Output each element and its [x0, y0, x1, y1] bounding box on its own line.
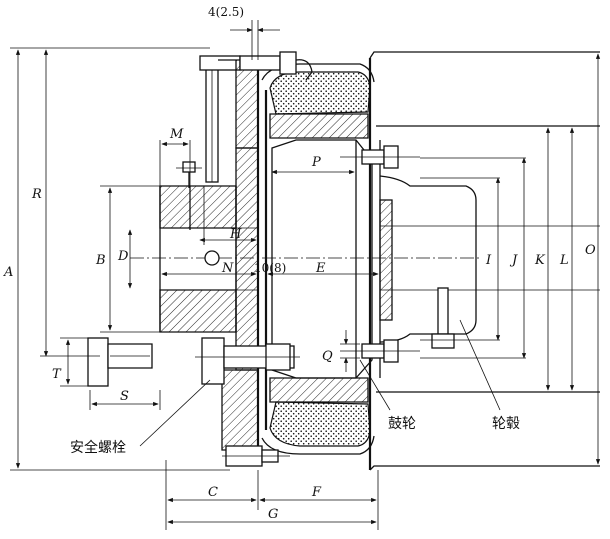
dim-C: C	[208, 485, 218, 500]
dim-I: I	[485, 253, 492, 268]
dim-L: L	[559, 253, 569, 268]
right-bolt-top	[340, 145, 420, 169]
left-hub	[159, 147, 259, 371]
rubber-tire	[261, 63, 375, 455]
dim-J: J	[509, 253, 518, 268]
dim-E: E	[315, 261, 326, 276]
dim-A: A	[3, 265, 13, 280]
gap-label: 10(8)	[254, 261, 286, 275]
drum-wheel	[271, 51, 600, 471]
dim-O: O	[585, 243, 596, 258]
right-hub	[376, 125, 600, 393]
drum-label: 鼓轮	[388, 416, 416, 432]
dim-B: B	[95, 253, 106, 268]
dim-N: N	[221, 261, 234, 276]
drum-leader	[359, 359, 391, 411]
dim-P: P	[311, 155, 321, 170]
dim-R: R	[31, 187, 42, 202]
hex-nut-icon	[204, 250, 220, 266]
safety-bolt-leader	[139, 379, 211, 447]
dim-D: D	[117, 249, 129, 264]
set-screw	[176, 161, 202, 188]
dim-H: H	[229, 227, 242, 242]
safety-bolt-label: 安全螺栓	[70, 439, 126, 456]
hub-set-screw	[431, 287, 455, 349]
hub-leader	[459, 319, 501, 411]
dim-Q: Q	[322, 349, 333, 364]
dimension-lines	[10, 20, 601, 530]
dim-G: G	[268, 507, 278, 522]
bottom-bolt	[222, 445, 290, 467]
safety-bolt	[87, 337, 300, 387]
right-bolt-bottom	[340, 339, 420, 363]
top-bolt	[239, 51, 313, 81]
dim-K: K	[534, 253, 546, 268]
dim-S: S	[120, 389, 129, 404]
dim-M: M	[169, 127, 184, 142]
dim-T: T	[52, 367, 62, 382]
dim-F: F	[311, 485, 322, 500]
top-clearance-label: 4(2.5)	[208, 5, 244, 19]
hub-label: 轮毂	[492, 416, 520, 432]
